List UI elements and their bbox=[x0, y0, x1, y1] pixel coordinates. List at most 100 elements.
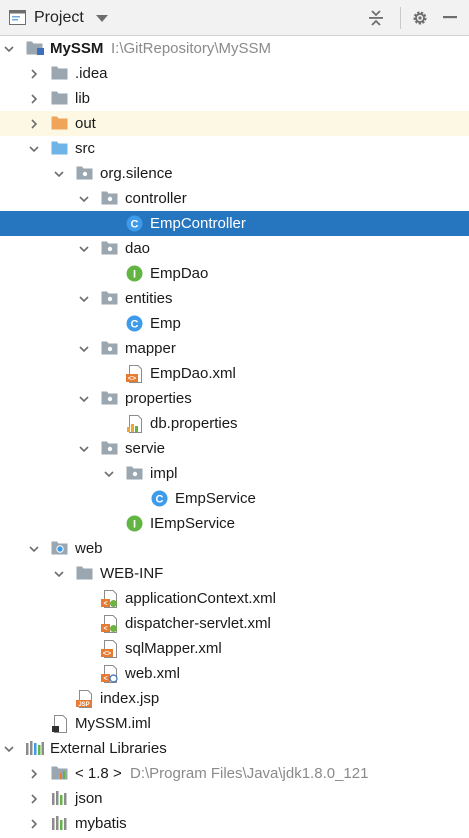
tree-row[interactable]: dao bbox=[0, 236, 469, 261]
hide-panel-icon[interactable] bbox=[443, 16, 457, 19]
excluded-folder-icon bbox=[51, 115, 68, 132]
tree-item-label: EmpDao.xml bbox=[150, 365, 236, 382]
tree-item-label: dao bbox=[125, 240, 151, 257]
chevron-down-icon[interactable] bbox=[79, 444, 89, 454]
package-icon bbox=[76, 165, 93, 182]
tree-item-label: mapper bbox=[125, 340, 176, 357]
chevron-right-icon[interactable] bbox=[29, 94, 39, 104]
tree-row[interactable]: External Libraries bbox=[0, 736, 469, 761]
tree-row[interactable]: lib bbox=[0, 86, 469, 111]
tree-item-label: mybatis bbox=[75, 815, 127, 832]
tree-row[interactable]: WEB-INF bbox=[0, 561, 469, 586]
svg-text:JSP: JSP bbox=[78, 702, 89, 708]
chevron-down-icon[interactable] bbox=[54, 169, 64, 179]
svg-text:<: < bbox=[103, 626, 107, 633]
chevron-right-icon[interactable] bbox=[29, 119, 39, 129]
tree-item-path-hint: D:\Program Files\Java\jdk1.8.0_121 bbox=[130, 765, 369, 782]
tree-item-label: lib bbox=[75, 90, 91, 107]
tree-item-label: impl bbox=[150, 465, 178, 482]
tree-row[interactable]: <dispatcher-servlet.xml bbox=[0, 611, 469, 636]
xml-file-icon: <> bbox=[101, 640, 118, 658]
tree-item-label: db.properties bbox=[150, 415, 238, 432]
tree-item-label: External Libraries bbox=[50, 740, 167, 757]
chevron-down-icon[interactable] bbox=[79, 394, 89, 404]
tree-item-label: controller bbox=[125, 190, 187, 207]
tree-row[interactable]: mapper bbox=[0, 336, 469, 361]
tree-item-label: entities bbox=[125, 290, 173, 307]
tree-row[interactable]: impl bbox=[0, 461, 469, 486]
svg-text:<>: <> bbox=[128, 376, 136, 383]
tree-row[interactable]: src bbox=[0, 136, 469, 161]
tree-item-label: sqlMapper.xml bbox=[125, 640, 222, 657]
collapse-all-icon[interactable] bbox=[367, 9, 385, 27]
folder-icon bbox=[51, 65, 68, 82]
tree-row[interactable]: entities bbox=[0, 286, 469, 311]
package-icon bbox=[101, 340, 118, 357]
chevron-right-icon[interactable] bbox=[29, 69, 39, 79]
tree-row[interactable]: org.silence bbox=[0, 161, 469, 186]
class-icon: C bbox=[151, 490, 168, 507]
chevron-right-icon[interactable] bbox=[29, 819, 39, 829]
tree-row[interactable]: <> sqlMapper.xml bbox=[0, 636, 469, 661]
tree-row[interactable]: <web.xml bbox=[0, 661, 469, 686]
chevron-down-icon[interactable] bbox=[29, 144, 39, 154]
chevron-down-icon[interactable] bbox=[79, 194, 89, 204]
tree-item-label: EmpController bbox=[150, 215, 246, 232]
tree-item-label: org.silence bbox=[100, 165, 173, 182]
tree-row[interactable]: properties bbox=[0, 386, 469, 411]
tree-row[interactable]: out bbox=[0, 111, 469, 136]
chevron-down-icon[interactable] bbox=[79, 294, 89, 304]
tree-row[interactable]: .idea bbox=[0, 61, 469, 86]
package-icon bbox=[101, 290, 118, 307]
tree-row[interactable]: MySSM.iml bbox=[0, 711, 469, 736]
libraries-icon bbox=[26, 740, 44, 757]
chevron-down-icon[interactable] bbox=[79, 244, 89, 254]
chevron-down-icon[interactable] bbox=[29, 544, 39, 554]
tree-item-label: .idea bbox=[75, 65, 108, 82]
chevron-down-icon[interactable] bbox=[4, 44, 14, 54]
chevron-right-icon[interactable] bbox=[29, 794, 39, 804]
tree-row[interactable]: controller bbox=[0, 186, 469, 211]
tree-row[interactable]: C EmpController bbox=[0, 211, 469, 236]
package-icon bbox=[101, 390, 118, 407]
tree-row[interactable]: <> EmpDao.xml bbox=[0, 361, 469, 386]
tree-row[interactable]: < applicationContext.xml bbox=[0, 586, 469, 611]
svg-text:<: < bbox=[103, 601, 107, 608]
chevron-down-icon[interactable] bbox=[104, 469, 114, 479]
tree-item-label: EmpService bbox=[175, 490, 256, 507]
tree-item-label: applicationContext.xml bbox=[125, 590, 276, 607]
chevron-down-icon[interactable] bbox=[54, 569, 64, 579]
source-folder-icon bbox=[51, 140, 68, 157]
svg-text:I: I bbox=[133, 269, 136, 281]
gear-icon[interactable] bbox=[411, 9, 429, 27]
chevron-down-icon[interactable] bbox=[4, 744, 14, 754]
tree-row[interactable]: mybatis bbox=[0, 811, 469, 836]
interface-icon: I bbox=[126, 515, 143, 532]
tree-row[interactable]: json bbox=[0, 786, 469, 811]
chevron-down-icon[interactable] bbox=[96, 15, 108, 22]
svg-text:<: < bbox=[103, 676, 107, 683]
svg-text:C: C bbox=[131, 319, 139, 331]
tree-row[interactable]: servie bbox=[0, 436, 469, 461]
tree-row[interactable]: C EmpService bbox=[0, 486, 469, 511]
package-icon bbox=[101, 240, 118, 257]
tree-item-label: properties bbox=[125, 390, 192, 407]
tree-row[interactable]: web bbox=[0, 536, 469, 561]
chevron-down-icon[interactable] bbox=[79, 344, 89, 354]
svg-text:C: C bbox=[131, 219, 139, 231]
tree-row[interactable]: db.properties bbox=[0, 411, 469, 436]
chevron-right-icon[interactable] bbox=[29, 769, 39, 779]
svg-text:I: I bbox=[133, 519, 136, 531]
interface-icon: I bbox=[126, 265, 143, 282]
tree-item-label: json bbox=[75, 790, 103, 807]
tree-row[interactable]: < 1.8 >D:\Program Files\Java\jdk1.8.0_12… bbox=[0, 761, 469, 786]
toolbar-separator bbox=[400, 7, 401, 29]
project-view-title[interactable]: Project bbox=[34, 9, 84, 26]
web-folder-icon bbox=[51, 540, 68, 557]
